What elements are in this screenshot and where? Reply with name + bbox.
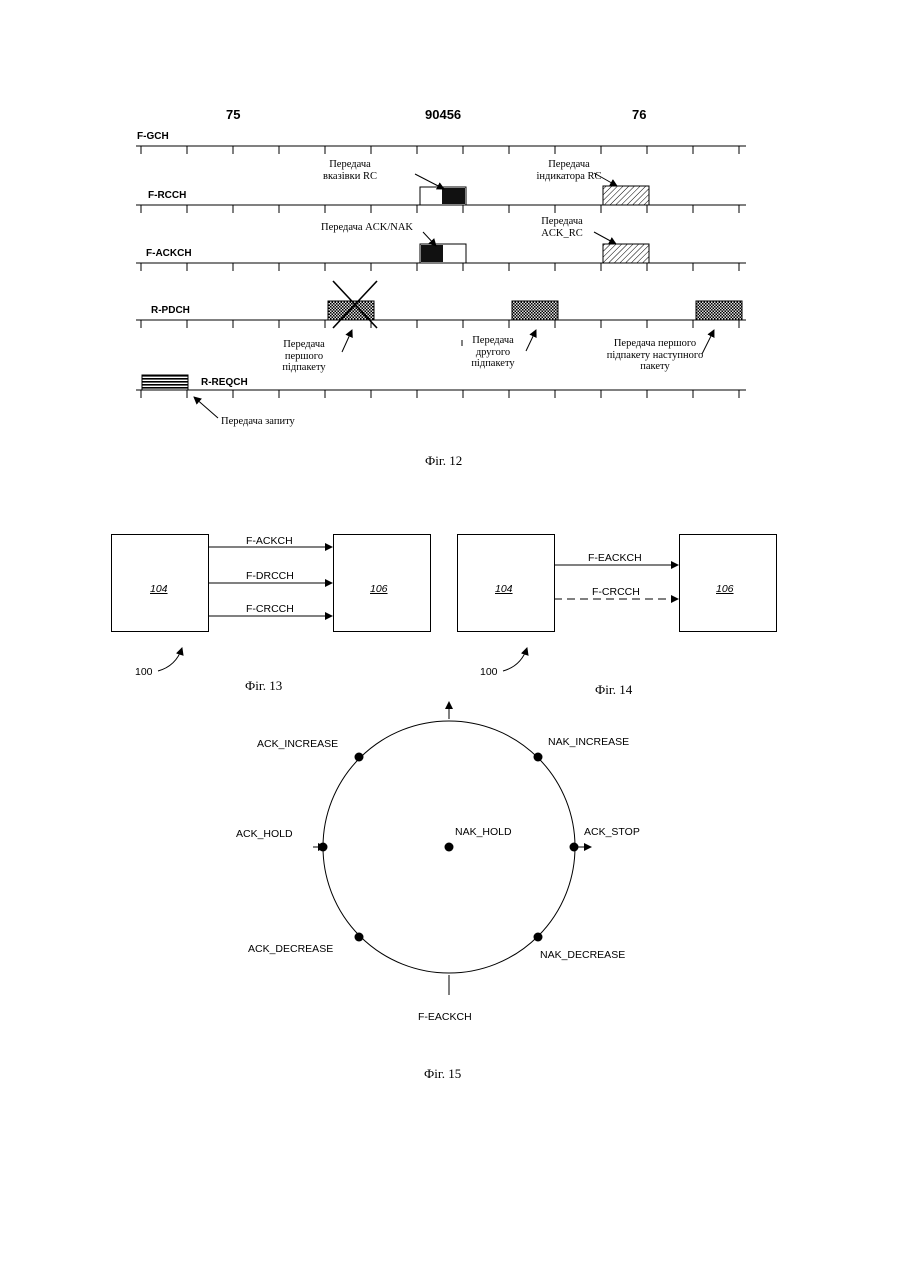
f-rcch-timeline [136,205,746,213]
ack-increase-label: ACK_INCREASE [257,738,338,750]
nak-decrease-dot [534,933,543,942]
nak-increase-label: NAK_INCREASE [548,736,629,748]
nak-hold-dot [445,843,454,852]
fig14-ref-arrow [503,648,527,671]
f-ackch-timeline [136,263,746,271]
fig13-ref-arrow [158,648,182,671]
f-gch-timeline [136,146,746,154]
nak-hold-label: NAK_HOLD [455,826,512,838]
fig13-signal-drcch: F-DRCCH [246,570,294,582]
f-rcch-label: F-RCCH [148,190,186,201]
fig12-caption: Фіг. 12 [425,453,462,469]
second-subpacket-note: Передача другого підпакету [462,335,524,370]
ack-rc-note: Передача ACK_RC [530,216,594,239]
request-arrow [194,397,218,418]
fig14-ref-number: 100 [480,666,498,678]
rc-indicator-block [603,186,649,205]
r-pdch-label: R-PDCH [151,305,190,316]
fig14-signal-eackch: F-EACKCH [588,552,642,564]
r-pdch-timeline [136,320,746,328]
f-gch-label: F-GCH [137,131,169,142]
first-subpacket-note: Передача першого підпакету [272,339,336,374]
fig13-signal-crcch: F-CRCCH [246,603,294,615]
header-left-number: 75 [226,107,240,122]
ack-stop-dot [570,843,579,852]
nak-increase-dot [534,753,543,762]
ack-decrease-label: ACK_DECREASE [248,943,333,955]
r-reqch-label: R-REQCH [201,377,248,388]
fig13-signal-ackch: F-ACKCH [246,535,293,547]
fig13-ref-number: 100 [135,666,153,678]
ack-stop-label: ACK_STOP [584,826,640,838]
fig13-caption: Фіг. 13 [245,678,282,694]
first-subpacket-arrow [342,330,352,352]
ack-increase-dot [355,753,364,762]
ack-rc-block [603,244,649,263]
fig14-left-box-label: 104 [495,583,513,595]
f-ackch-label: F-ACKCH [146,248,192,259]
ack-decrease-dot [355,933,364,942]
ack-nak-note: Передача ACK/NAK [298,222,436,234]
fig14-signal-crcch: F-CRCCH [592,586,640,598]
rc-indication-block-fill [442,188,465,204]
request-note: Передача запиту [221,416,295,428]
fig14-right-box-label: 106 [716,583,734,595]
rc-indication-note: Передача вказівки RC [305,159,395,182]
ack-nak-block-fill [421,245,443,262]
fig13-right-box-label: 106 [370,583,388,595]
fig15-caption: Фіг. 15 [424,1066,461,1082]
header-right-number: 76 [632,107,646,122]
r-reqch-timeline [136,390,746,398]
header-center-number: 90456 [425,107,461,122]
second-subpacket-arrow [526,330,536,351]
fig13-left-box-label: 104 [150,583,168,595]
next-packet-note: Передача першого підпакету наступного па… [596,338,714,373]
nak-decrease-label: NAK_DECREASE [540,949,625,961]
request-block [142,375,188,390]
ack-hold-dot [319,843,328,852]
f-eackch-axis-label: F-EACKCH [418,1011,472,1023]
next-packet-subpacket-block [696,301,742,320]
ack-rc-arrow [594,232,616,244]
rc-indicator-note: Передача індикатора RC [530,159,608,182]
second-subpacket-block [512,301,558,320]
ack-hold-label: ACK_HOLD [236,828,293,840]
fig14-caption: Фіг. 14 [595,682,632,698]
